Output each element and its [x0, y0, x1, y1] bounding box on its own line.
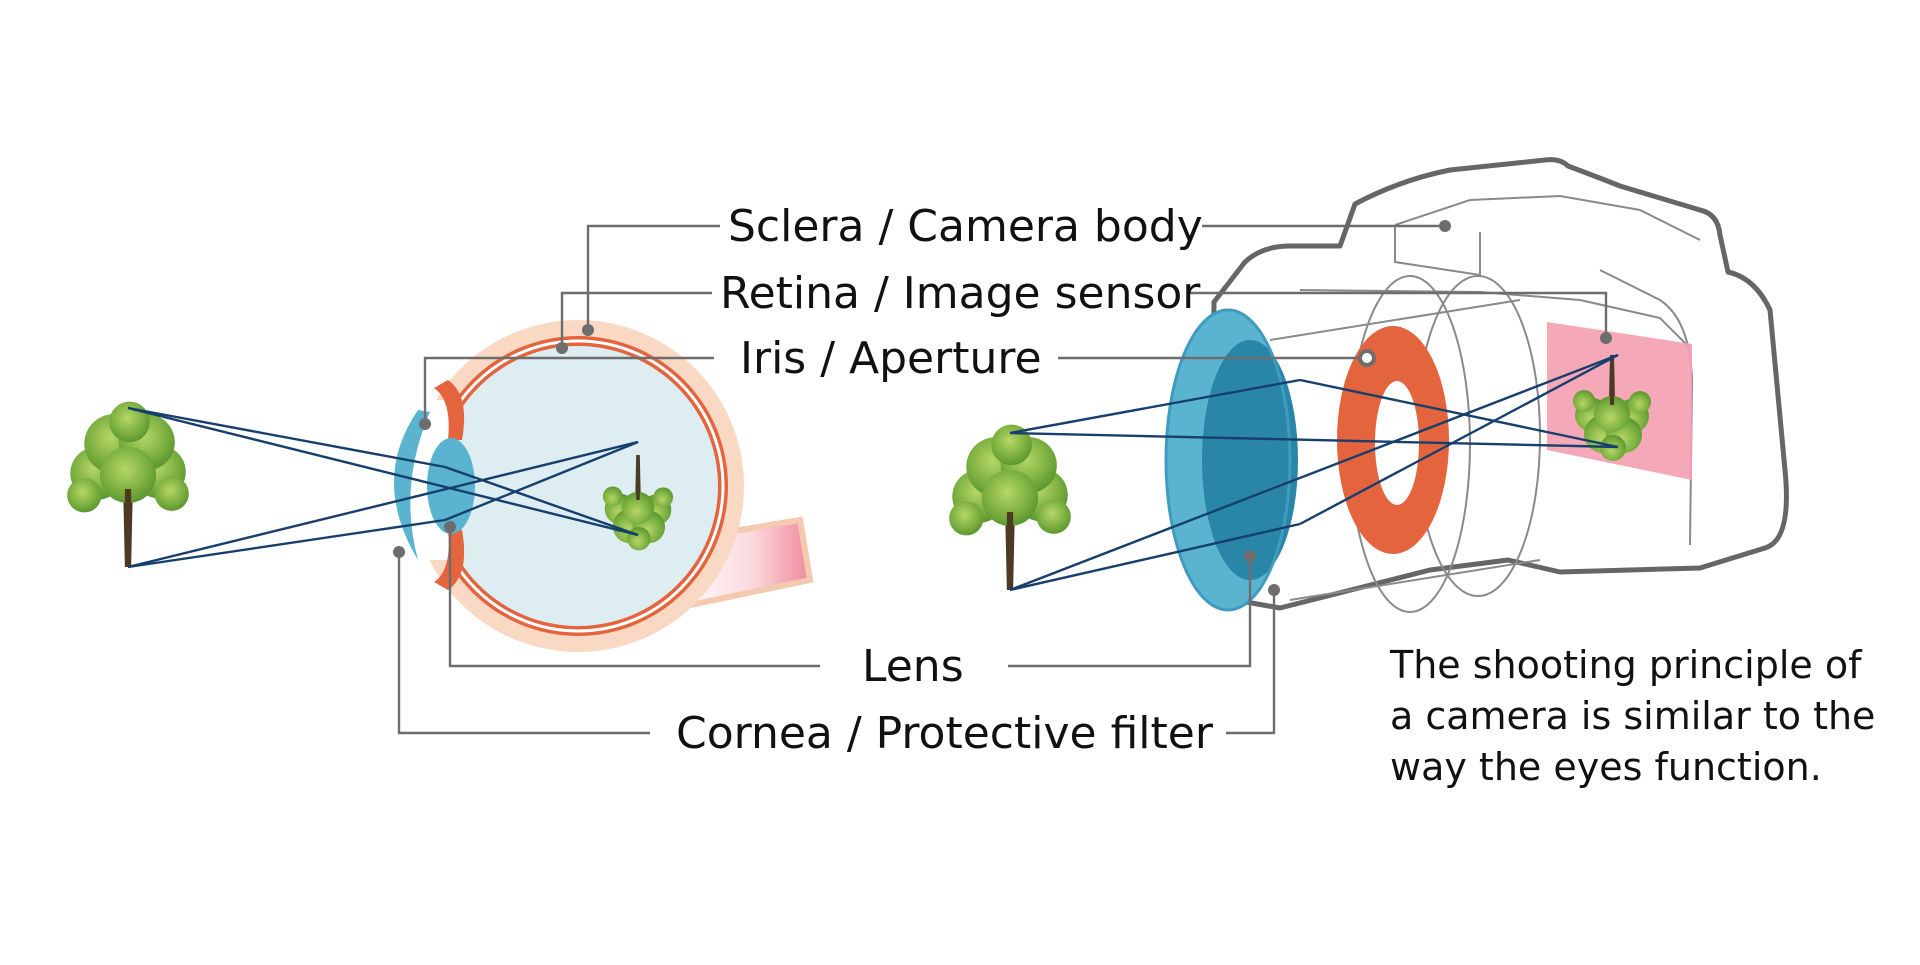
caption-line-1: The shooting principle of — [1390, 643, 1862, 687]
camera-lens — [1164, 308, 1298, 612]
camera-light-rays — [1009, 353, 1619, 592]
tree-icon — [65, 399, 191, 569]
leader-lines — [397, 224, 1608, 735]
eye-cornea — [394, 410, 430, 560]
label-lens: Lens — [862, 641, 964, 692]
eye-lens — [427, 438, 475, 534]
label-sclera-camera-body: Sclera / Camera body — [728, 201, 1203, 252]
caption-line-3: way the eyes function. — [1390, 745, 1822, 789]
leader-protective-filter — [1226, 590, 1276, 735]
leader-iris — [423, 356, 714, 424]
camera-side-tree-icon — [947, 422, 1073, 592]
caption-line-2: a camera is similar to the — [1390, 694, 1876, 738]
label-iris-aperture: Iris / Aperture — [740, 333, 1042, 384]
leader-lens — [448, 527, 820, 668]
camera-icon — [1164, 157, 1789, 613]
caption: The shooting principle of a camera is si… — [1390, 640, 1875, 793]
leader-retina — [560, 291, 712, 348]
eye-iris — [434, 380, 465, 440]
leader-cornea — [397, 552, 650, 735]
leader-sclera — [586, 224, 720, 330]
eye-vitreous — [438, 346, 718, 626]
leader-dots — [393, 220, 1612, 596]
leader-camera-lens — [1008, 556, 1252, 668]
eye-icon — [394, 320, 814, 652]
label-cornea-protective-filter: Cornea / Protective filter — [676, 708, 1213, 759]
label-retina-image-sensor: Retina / Image sensor — [720, 268, 1201, 319]
leader-image-sensor — [1190, 291, 1608, 338]
eye-light-rays — [127, 406, 639, 569]
